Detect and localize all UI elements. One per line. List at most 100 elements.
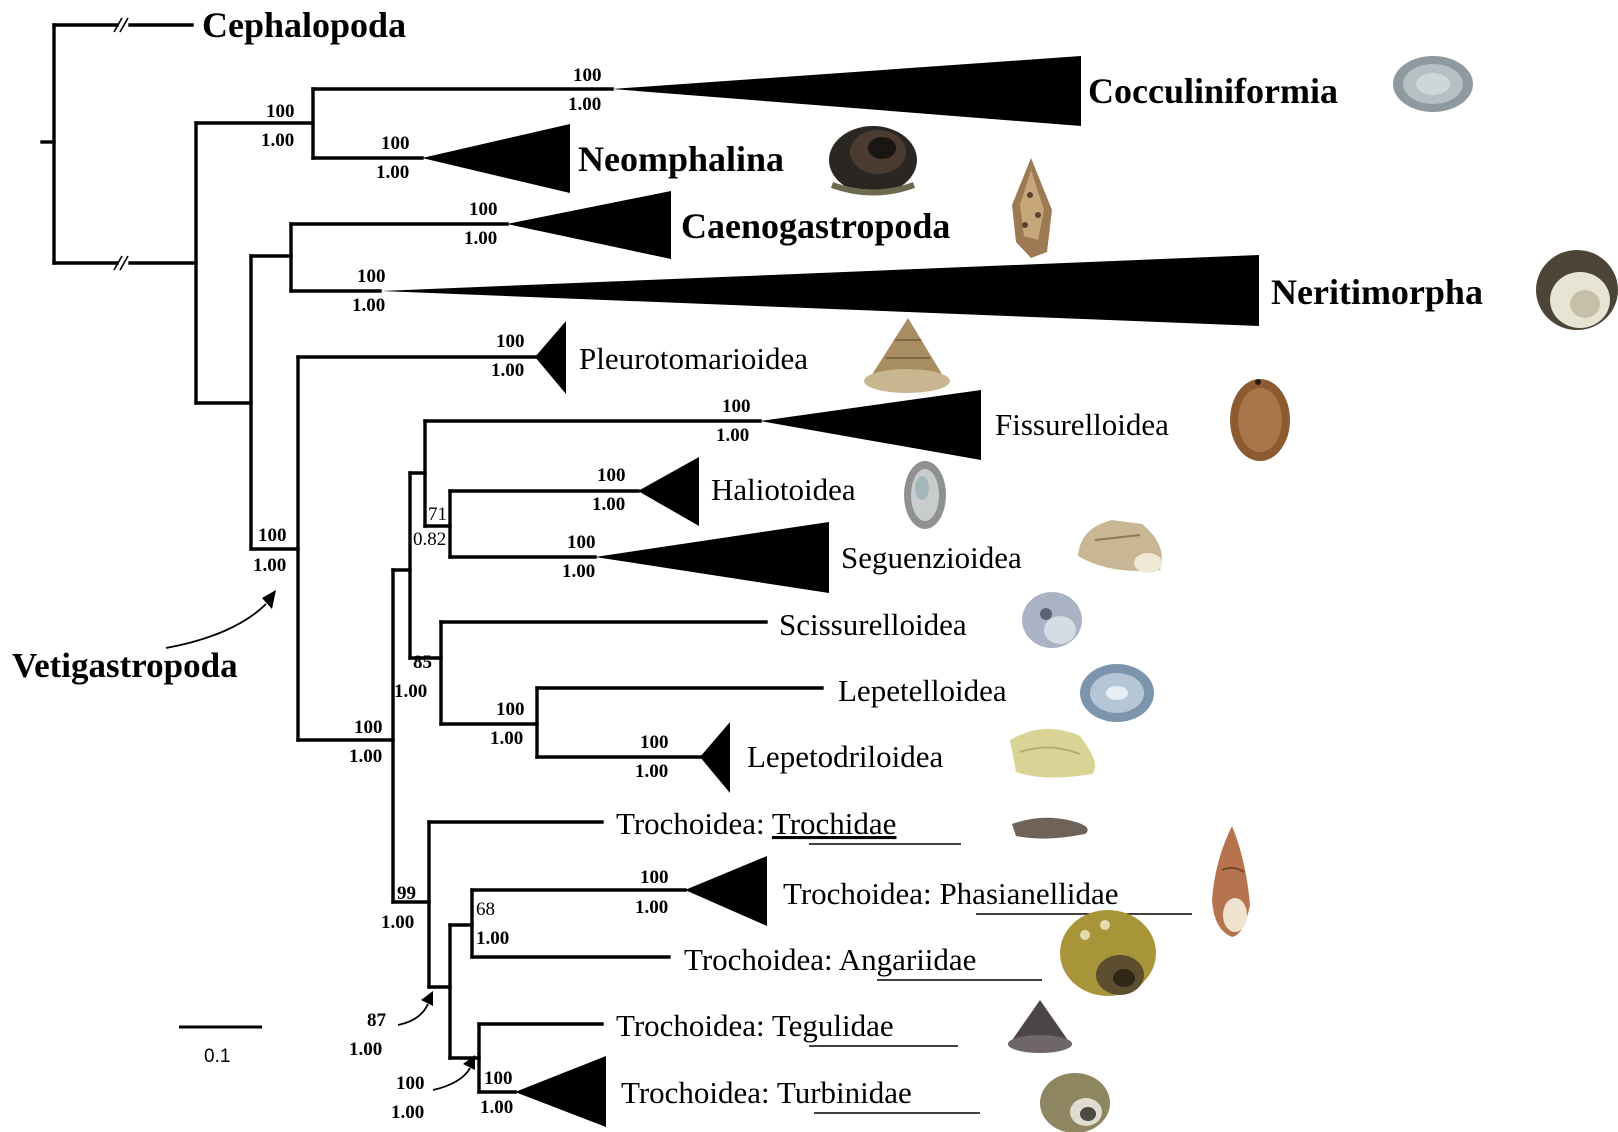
family-angariidae: Angariidae [839, 942, 977, 977]
bootstrap-value: 100 [357, 266, 386, 287]
label-seguenzioidea: Seguenzioidea [841, 540, 1022, 575]
label-lepetodriloidea: Lepetodriloidea [747, 739, 943, 774]
posterior-probability: 1.00 [635, 761, 668, 782]
clade-fissurelloidea [760, 390, 981, 460]
shell-image-cocculiniformia [1393, 56, 1473, 112]
shell-image-angariidae [1060, 910, 1156, 996]
clade-phasianellidae [685, 856, 767, 926]
label-pleurotomarioidea: Pleurotomarioidea [579, 341, 808, 376]
vetigastropoda-label: Vetigastropoda [12, 646, 238, 685]
label-lepetelloidea: Lepetelloidea [838, 673, 1007, 708]
family-turbinidae: Turbinidae [777, 1075, 912, 1110]
arrow-teg-turb [433, 1068, 470, 1090]
clade-neritimorpha [380, 255, 1259, 326]
bootstrap-value: 99 [397, 883, 416, 904]
shell-image-turbinidae [1040, 1073, 1110, 1132]
clade-seguenzioidea [595, 522, 829, 593]
posterior-probability: 1.00 [349, 746, 382, 767]
label-tegulidae: Trochoidea: Tegulidae [616, 1008, 894, 1043]
posterior-probability: 1.00 [349, 1039, 382, 1060]
bootstrap-value: 100 [258, 525, 287, 546]
scale-bar-value: 0.1 [204, 1046, 230, 1067]
clade-haliotoidea [638, 457, 699, 526]
bootstrap-value: 100 [381, 133, 410, 154]
posterior-probability: 1.00 [480, 1097, 513, 1118]
bootstrap-value: 71 [428, 504, 447, 525]
shell-image-phasianellidae [1212, 826, 1250, 937]
bootstrap-value: 100 [354, 717, 383, 738]
posterior-probability: 1.00 [491, 360, 524, 381]
bootstrap-value: 87 [367, 1010, 387, 1031]
label-neomphalina: Neomphalina [578, 139, 784, 179]
clade-pleurotomarioidea [535, 321, 566, 394]
bootstrap-value: 100 [496, 331, 525, 352]
posterior-probability: 1.00 [391, 1102, 424, 1123]
posterior-probability: 1.00 [562, 561, 595, 582]
posterior-probability: 1.00 [261, 130, 294, 151]
shell-image-neomphalina [829, 126, 917, 194]
bootstrap-value: 100 [496, 699, 525, 720]
bootstrap-value: 100 [597, 465, 626, 486]
label-cocculiniformia: Cocculiniformia [1088, 71, 1338, 111]
clade-caenogastropoda [507, 191, 671, 259]
shell-image-tegulidae [1008, 1000, 1072, 1053]
shell-image-caenogastropoda [1012, 158, 1052, 258]
label-neritimorpha: Neritimorpha [1271, 272, 1483, 312]
posterior-probability: 0.82 [413, 529, 446, 550]
label-scissurelloidea: Scissurelloidea [779, 607, 967, 642]
bootstrap-value: 85 [413, 652, 432, 673]
bootstrap-value: 100 [266, 101, 295, 122]
shell-image-seguenzioidea [1078, 520, 1162, 573]
bootstrap-value: 100 [640, 867, 669, 888]
posterior-probability: 1.00 [464, 228, 497, 249]
shell-image-trochidae [1012, 818, 1088, 839]
label-fissurelloidea: Fissurelloidea [995, 407, 1169, 442]
bootstrap-value: 100 [567, 532, 596, 553]
shell-image-lepetelloidea [1080, 664, 1154, 722]
posterior-probability: 1.00 [376, 162, 409, 183]
posterior-probability: 1.00 [568, 94, 601, 115]
clade-turbinidae [515, 1056, 606, 1127]
bootstrap-value: 100 [484, 1068, 513, 1089]
family-trochidae: Trochidae [772, 806, 897, 841]
shell-image-haliotoidea [904, 461, 946, 529]
label-haliotoidea: Haliotoidea [711, 472, 856, 507]
posterior-probability: 1.00 [476, 928, 509, 949]
shell-image-fissurelloidea [1230, 379, 1290, 461]
clade-neomphalina [422, 124, 570, 193]
label-angariidae: Trochoidea: Angariidae [684, 942, 976, 977]
posterior-probability: 1.00 [352, 295, 385, 316]
family-tegulidae: Tegulidae [772, 1008, 894, 1043]
posterior-probability: 1.00 [381, 912, 414, 933]
clade-cocculiniformia [612, 56, 1081, 126]
label-cephalopoda: Cephalopoda [202, 5, 406, 45]
shell-image-neritimorpha [1536, 250, 1618, 330]
label-trochidae: Trochoidea: Trochidae [616, 806, 896, 841]
scale-bar: 0.1 [179, 1027, 262, 1067]
arrow-trochoidea-inner [398, 1004, 428, 1025]
posterior-probability: 1.00 [394, 681, 427, 702]
shell-image-pleurotomarioidea [864, 318, 950, 393]
label-turbinidae: Trochoidea: Turbinidae [621, 1075, 912, 1110]
bootstrap-value: 100 [722, 396, 751, 417]
arrow-vetigastropoda [166, 604, 266, 648]
posterior-probability: 1.00 [592, 494, 625, 515]
posterior-probability: 1.00 [635, 897, 668, 918]
bootstrap-value: 100 [469, 199, 498, 220]
family-phasianellidae: Phasianellidae [939, 876, 1118, 911]
label-caenogastropoda: Caenogastropoda [681, 206, 950, 246]
clade-lepetodriloidea [700, 722, 730, 793]
bootstrap-value: 100 [573, 65, 602, 86]
bootstrap-value: 100 [396, 1073, 425, 1094]
shell-image-scissurelloidea [1022, 592, 1082, 648]
label-phasianellidae: Trochoidea: Phasianellidae [783, 876, 1119, 911]
shell-image-lepetodriloidea [1010, 729, 1095, 778]
branch-break-marks [114, 18, 128, 270]
posterior-probability: 1.00 [490, 728, 523, 749]
arrowhead-icon [421, 991, 433, 1006]
bootstrap-value: 68 [476, 899, 495, 920]
posterior-probability: 1.00 [253, 555, 286, 576]
posterior-probability: 1.00 [716, 425, 749, 446]
bootstrap-value: 100 [640, 732, 669, 753]
